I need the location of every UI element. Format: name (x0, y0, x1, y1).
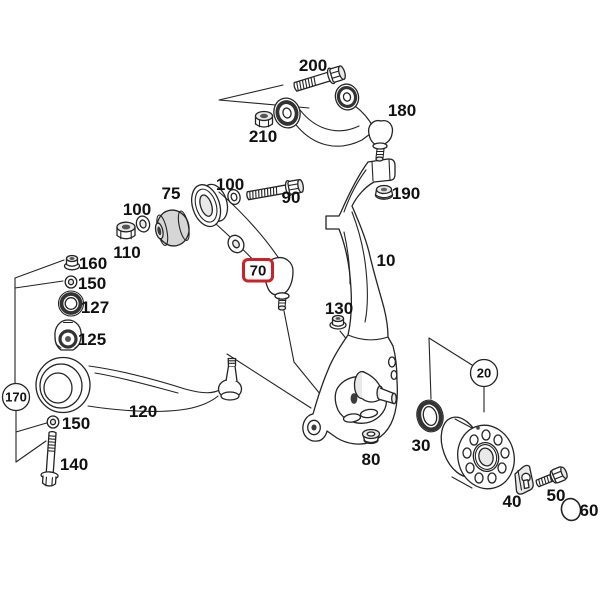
label-90: 90 (282, 188, 301, 207)
part-washer-150-lower (46, 415, 60, 429)
label-40: 40 (503, 492, 522, 511)
part-bushing-125 (54, 319, 82, 351)
balloon-20-text: 20 (477, 366, 491, 381)
callout-labels: 200 180 210 100 90 75 100 110 160 150 12… (60, 56, 599, 520)
part-lower-control-arm (35, 356, 243, 414)
balloon-170-text: 170 (5, 390, 27, 405)
upper-ball-joint (368, 119, 394, 162)
arm-ball-stud (217, 357, 243, 401)
label-10: 10 (377, 251, 396, 270)
label-200: 200 (299, 56, 327, 75)
balloon-20: 20 (469, 358, 499, 388)
part-lower-strut-arm (190, 183, 294, 311)
highlight-frame (242, 258, 274, 283)
highlight-text: 70 (250, 263, 267, 280)
highlight-box-70: 70 (242, 258, 274, 283)
part-wheel-hub (440, 416, 515, 490)
label-150-lower: 150 (62, 414, 90, 433)
label-110: 110 (113, 243, 140, 262)
part-bolt-90 (246, 178, 305, 201)
part-ring-127 (57, 290, 85, 317)
label-210: 210 (249, 127, 277, 146)
label-180: 180 (388, 101, 416, 120)
part-seal-30 (416, 399, 444, 433)
part-cage-nut-40 (514, 464, 534, 495)
part-cap-80 (361, 428, 381, 445)
label-160: 160 (79, 254, 107, 273)
label-130: 130 (325, 299, 353, 318)
part-nut-210 (254, 110, 274, 128)
label-60: 60 (580, 501, 599, 520)
part-nut-130 (329, 314, 347, 330)
label-120: 120 (129, 402, 157, 421)
part-washer-100-left (135, 215, 151, 233)
balloon-170: 170 (1, 382, 31, 412)
part-upper-control-arm (273, 83, 394, 162)
label-127: 127 (81, 298, 109, 317)
part-bolt-200 (293, 65, 346, 92)
part-steering-knuckle (302, 158, 399, 445)
label-125: 125 (78, 330, 106, 349)
label-80: 80 (362, 450, 381, 469)
part-washer-150-upper (64, 275, 78, 289)
part-bolt-50 (535, 466, 568, 488)
part-ring-60 (560, 497, 582, 522)
part-bushing-75 (154, 209, 190, 247)
part-nut-110 (116, 221, 136, 240)
label-50: 50 (547, 486, 566, 505)
label-140: 140 (60, 455, 88, 474)
label-150-upper: 150 (78, 274, 106, 293)
label-100-left: 100 (123, 200, 151, 219)
label-30: 30 (412, 436, 431, 455)
knuckle-spindle (353, 370, 397, 405)
part-washer-100-upper (227, 188, 241, 206)
label-75: 75 (162, 184, 181, 203)
part-bolt-140 (40, 430, 59, 487)
label-190: 190 (392, 184, 420, 203)
label-100-upper: 100 (216, 175, 244, 194)
strut-ball-joint (263, 256, 294, 311)
part-nut-160 (63, 254, 81, 271)
part-grommet-190 (374, 184, 394, 200)
